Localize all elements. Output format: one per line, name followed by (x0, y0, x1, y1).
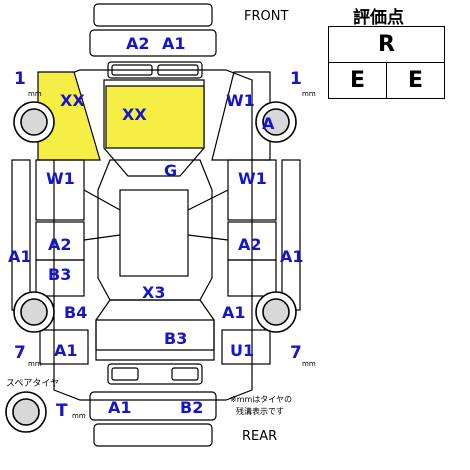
damage-rear-left-wheel-area: B4 (64, 303, 87, 322)
note-line-1: ※mmはタイヤの (230, 395, 292, 404)
spare-tire-depth: T (56, 401, 68, 421)
tire-icon (255, 101, 297, 143)
tire-depth-unit: mm (302, 90, 316, 98)
damage-door-left-rear: B3 (48, 265, 71, 284)
rear-light-inner (111, 367, 139, 381)
tire-depth-rear-left: 7 (14, 343, 26, 363)
tire-icon (13, 101, 55, 143)
left-rear-door (35, 259, 85, 297)
damage-hood-left: XX (60, 91, 85, 110)
score-overall: R (328, 26, 445, 63)
tire-icon (13, 291, 55, 333)
damage-front-bumper-left: A2 (126, 34, 150, 53)
rear-left-quarter (39, 329, 89, 365)
damage-front-bumper-right: A1 (162, 34, 186, 53)
damage-door-left-front: A2 (48, 235, 72, 254)
damage-roof: G (164, 161, 177, 180)
spare-tire-label: スペアタイヤ (6, 378, 59, 389)
damage-fender-left: W1 (46, 169, 75, 188)
tire-depth-front-left: 1 (14, 69, 26, 89)
hood-panel (105, 85, 205, 149)
damage-trunk: X3 (142, 283, 165, 302)
damage-rear-right-quarter: U1 (230, 341, 254, 360)
rear-bumper-bottom (93, 423, 213, 447)
left-sill (11, 159, 31, 311)
score-title: 評価点 (353, 8, 404, 28)
trunk-outline (95, 299, 215, 351)
panel-line (187, 234, 229, 241)
damage-rear-right-wheel-area: A1 (222, 303, 246, 322)
tire-depth-unit: mm (28, 360, 42, 368)
right-sill (281, 159, 301, 311)
damage-fender-right: W1 (238, 169, 267, 188)
rear-bumper-label-box (89, 391, 217, 421)
panel-line (83, 189, 121, 211)
tire-depth-unit: mm (302, 360, 316, 368)
score-table: R E E (328, 26, 445, 99)
damage-rear-left-quarter: A1 (54, 341, 78, 360)
front-left-panel (37, 71, 101, 161)
right-rear-door (227, 259, 277, 297)
cabin-core (119, 189, 189, 277)
note-line-2: 残溝表示です (236, 406, 284, 416)
body-outline (53, 69, 253, 401)
damage-rear-bumper-left: A1 (108, 398, 132, 417)
score-exterior: E (386, 62, 445, 99)
panel-line (83, 234, 121, 241)
damage-door-right-side: A1 (280, 247, 304, 266)
front-bumper-label-box (89, 29, 217, 57)
damage-rear-center: B3 (164, 329, 187, 348)
tire-icon (255, 291, 297, 333)
panel-line (187, 189, 229, 211)
damage-front-right-wheel: A (262, 114, 275, 133)
damage-door-left-side: A1 (8, 247, 32, 266)
rear-label: REAR (242, 429, 277, 444)
damage-hood-center: XX (122, 105, 147, 124)
rear-panel-outline (95, 319, 215, 361)
spare-tire-unit: mm (72, 412, 86, 420)
damage-front-right-corner: W1 (226, 91, 255, 110)
damage-rear-bumper-right: B2 (180, 398, 203, 417)
spare-tire-icon (5, 391, 47, 433)
tire-depth-unit: mm (28, 90, 42, 98)
damage-door-right-front: A2 (238, 235, 262, 254)
rear-light-inner (171, 367, 199, 381)
tire-depth-front-right: 1 (290, 69, 302, 89)
tire-depth-rear-right: 7 (290, 343, 302, 363)
rear-right-quarter (221, 329, 271, 365)
roof-outline (97, 159, 213, 301)
hood-outline (103, 79, 205, 177)
score-interior: E (328, 62, 387, 99)
front-bumper-top (93, 3, 213, 27)
front-label: FRONT (244, 9, 288, 24)
rear-lights (107, 363, 203, 385)
